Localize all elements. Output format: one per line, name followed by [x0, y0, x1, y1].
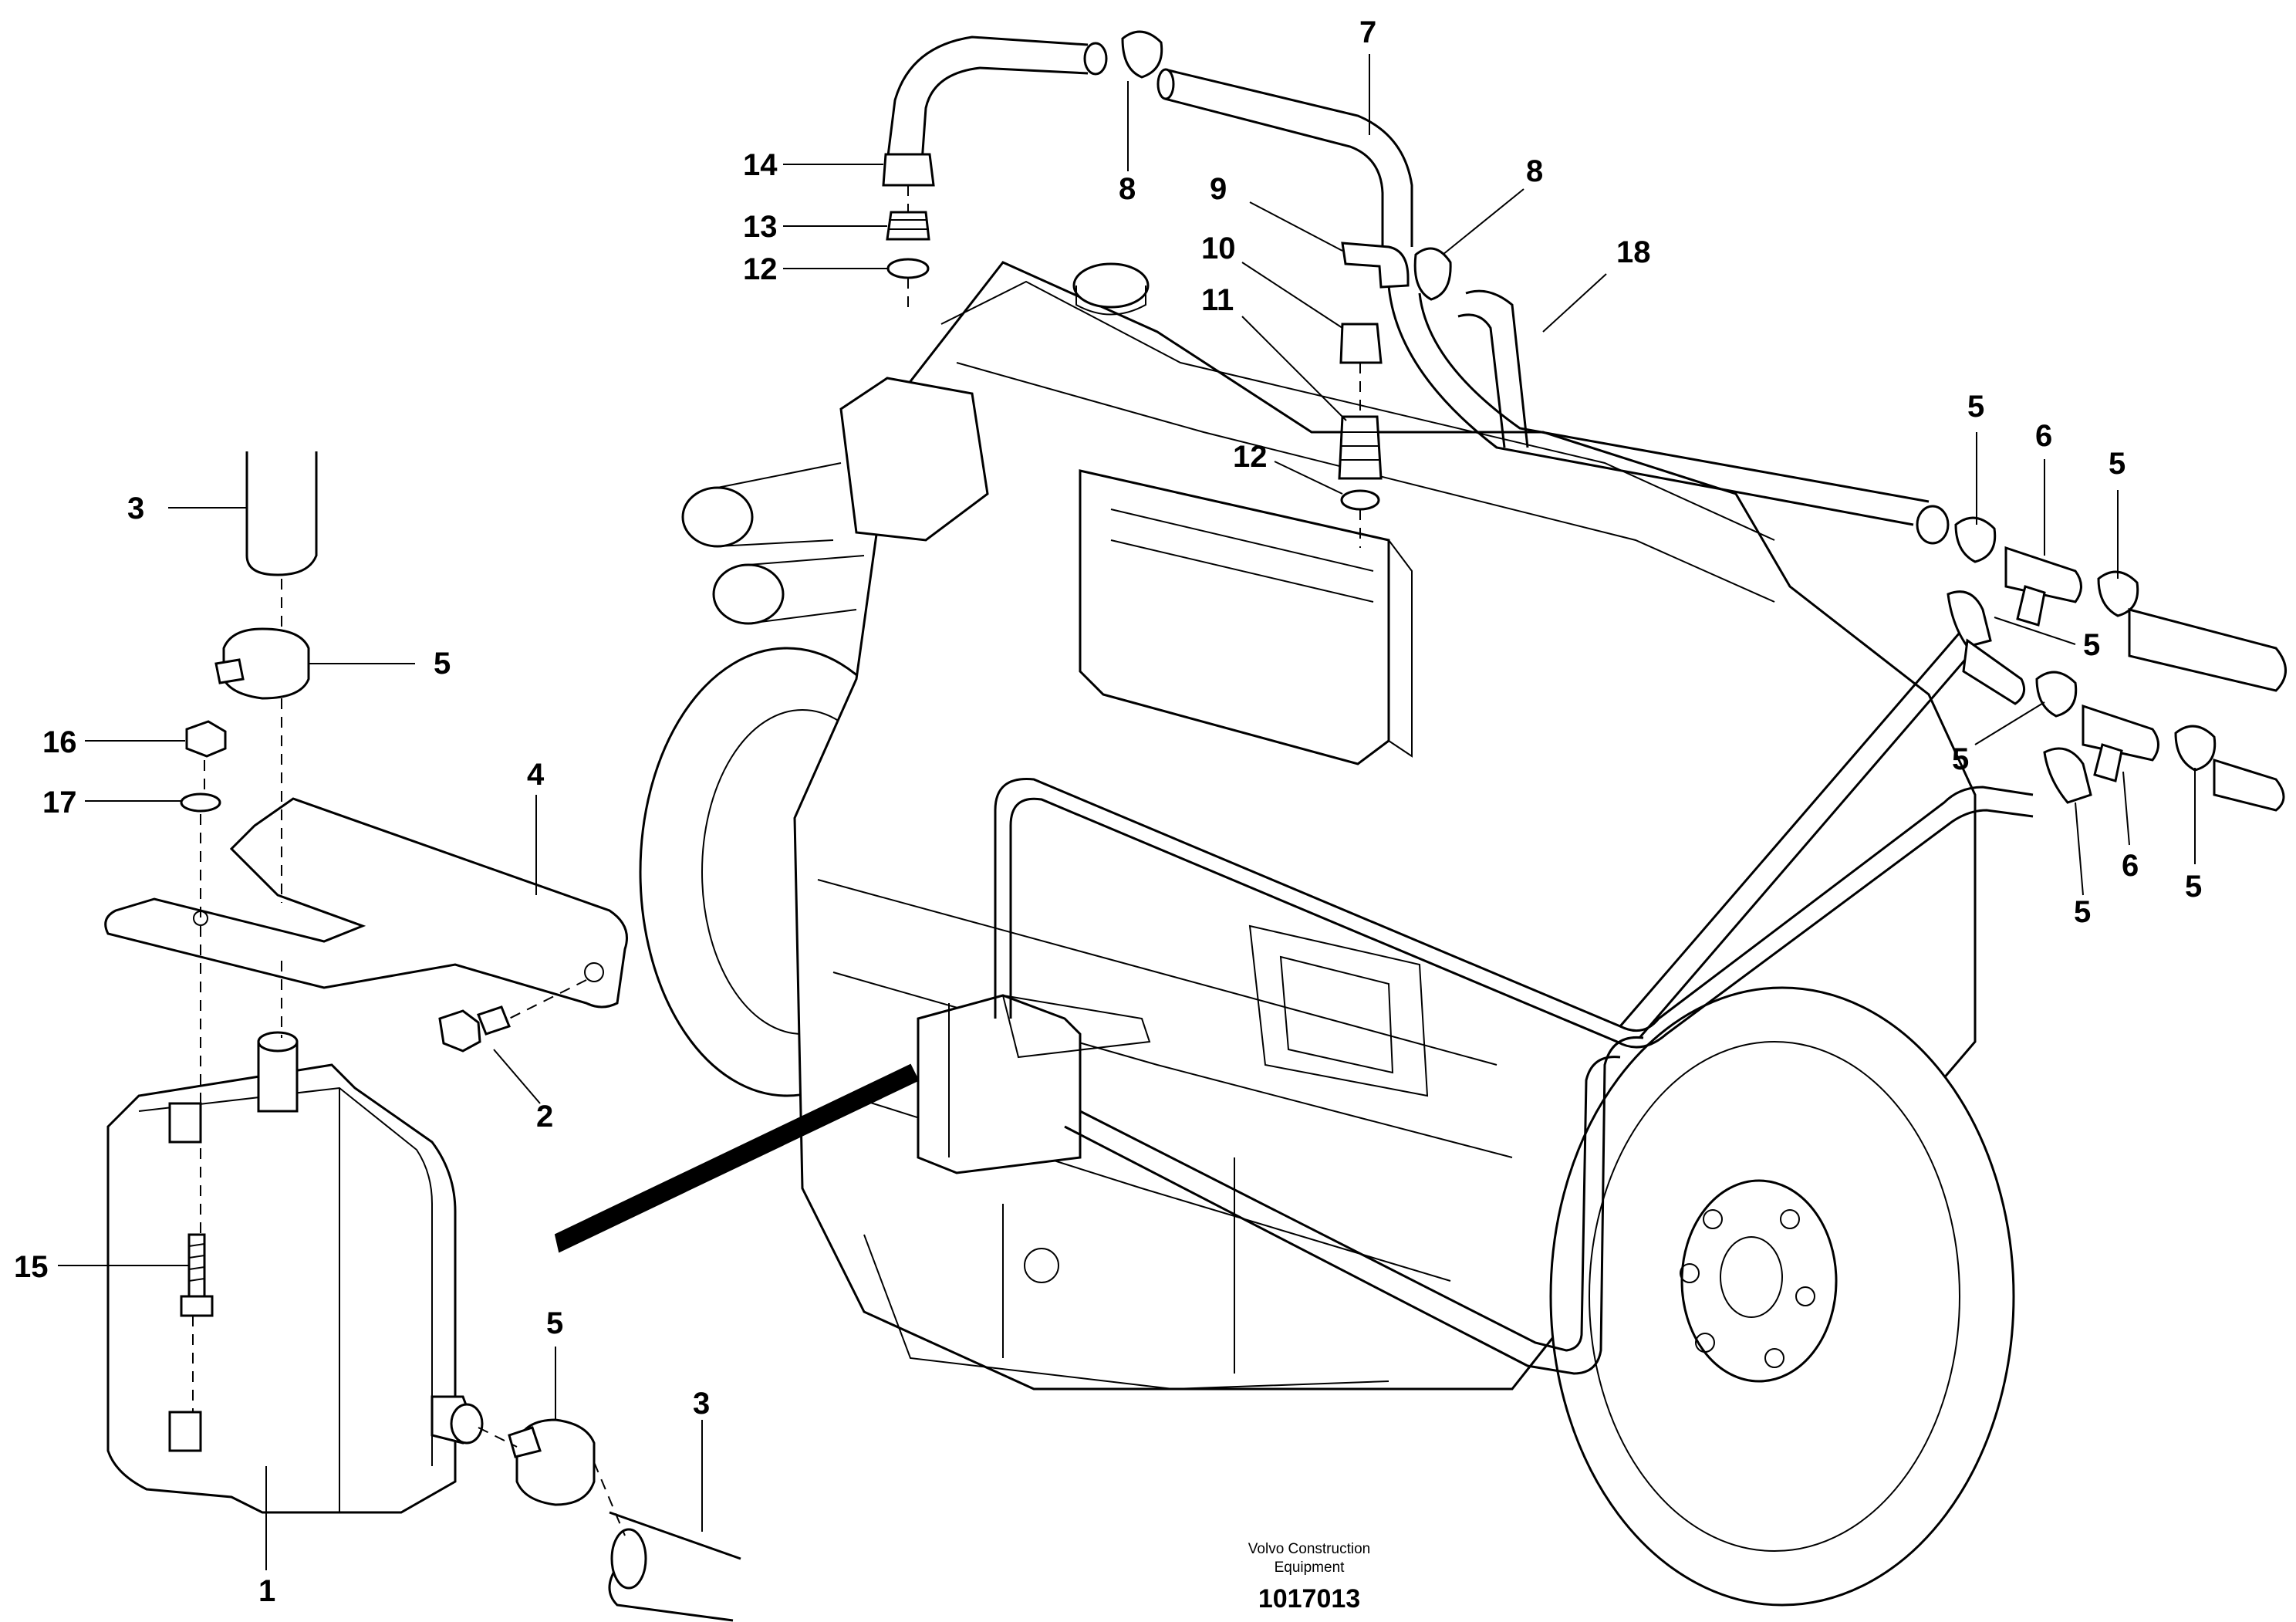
callout-3: 3: [127, 492, 144, 525]
callout-labels: 1 2 3 3 4 5 5 5 5 5 5 5 5 5 6 6 7 8 8 9 …: [14, 15, 2202, 1608]
callout-leaders: [58, 54, 2196, 1570]
callout-17: 17: [42, 786, 77, 819]
callout-5: 5: [434, 647, 451, 681]
callout-10: 10: [1201, 231, 1236, 265]
callout-6: 6: [2122, 849, 2139, 883]
callout-8: 8: [1526, 154, 1543, 188]
callout-5: 5: [2074, 895, 2091, 929]
callout-12: 12: [1233, 440, 1268, 474]
callout-18: 18: [1616, 235, 1651, 269]
callout-5: 5: [1967, 390, 1984, 424]
callout-4: 4: [527, 758, 545, 792]
callout-16: 16: [42, 725, 77, 759]
callout-5: 5: [546, 1306, 563, 1340]
engine-block: [554, 261, 2034, 1607]
callout-13: 13: [743, 210, 778, 244]
right-fittings: [1947, 516, 2287, 812]
callout-15: 15: [14, 1250, 49, 1284]
callout-9: 9: [1210, 172, 1227, 206]
callout-5: 5: [1952, 742, 1969, 776]
callout-3: 3: [693, 1387, 710, 1421]
callout-5: 5: [2083, 628, 2100, 662]
callout-14: 14: [743, 148, 778, 182]
callout-12: 12: [743, 252, 778, 286]
callout-1: 1: [258, 1574, 275, 1608]
company-name-line2: Equipment: [1275, 1559, 1346, 1576]
callout-2: 2: [536, 1100, 553, 1134]
callout-7: 7: [1359, 15, 1376, 49]
callout-5: 5: [2109, 447, 2125, 481]
callout-5: 5: [2185, 870, 2202, 904]
company-name-line1: Volvo Construction: [1248, 1541, 1370, 1557]
callout-6: 6: [2035, 419, 2052, 453]
drawing-footer: Volvo Construction Equipment 1017013: [1248, 1541, 1370, 1614]
callout-8: 8: [1119, 172, 1136, 206]
hose-assembly-top: [882, 30, 1950, 545]
expansion-tank-group: [104, 185, 1361, 1622]
drawing-number: 1017013: [1258, 1584, 1360, 1614]
callout-11: 11: [1201, 283, 1234, 317]
